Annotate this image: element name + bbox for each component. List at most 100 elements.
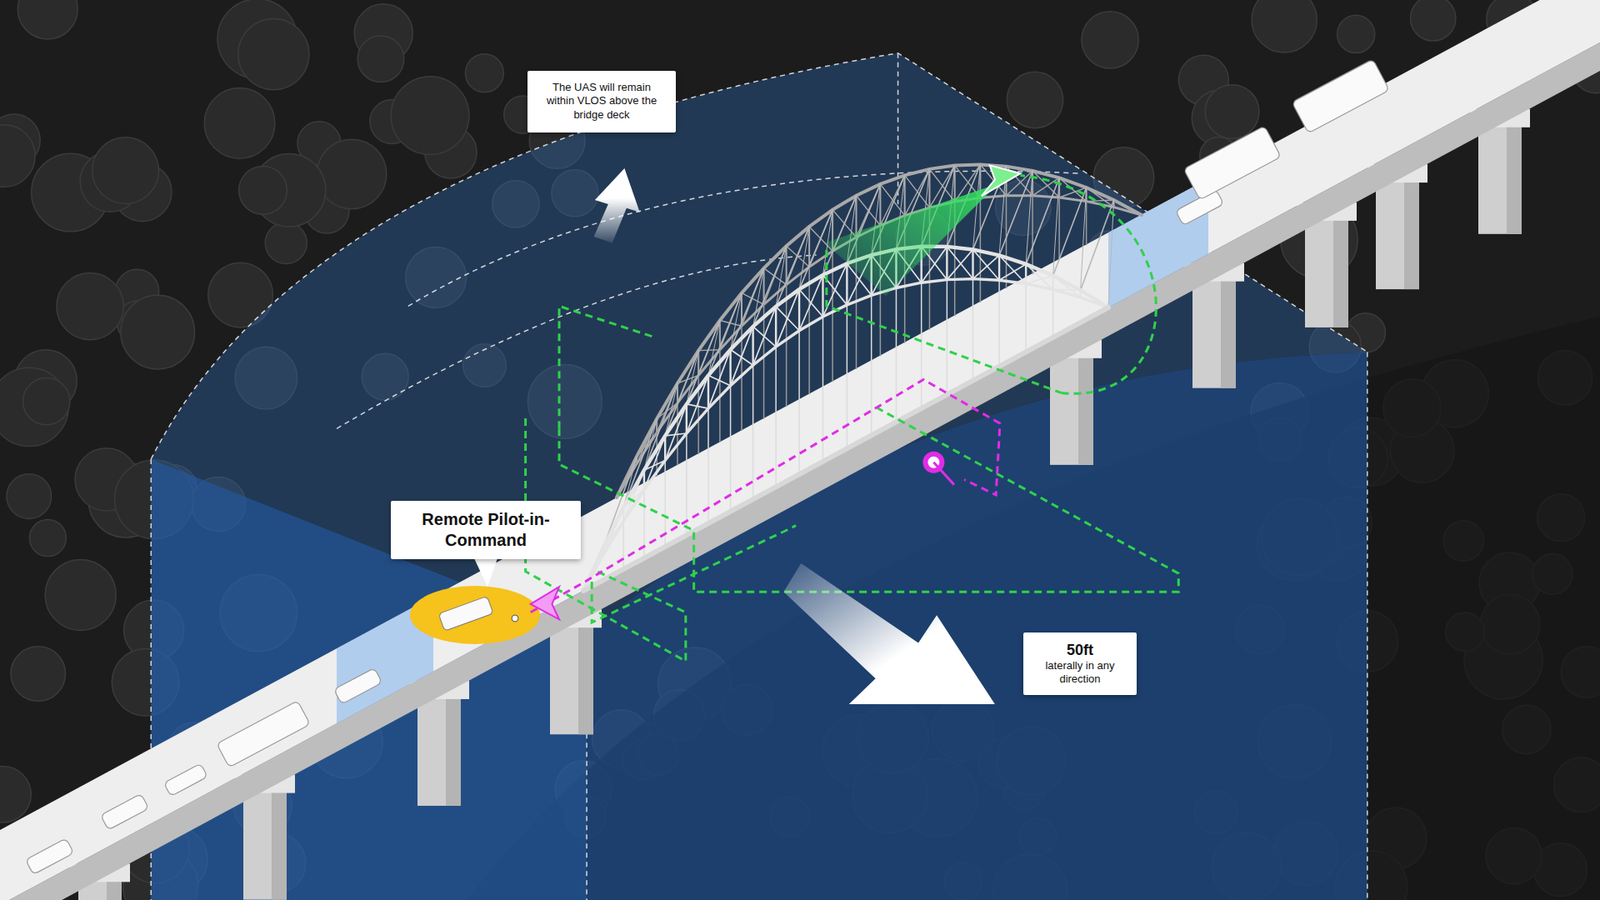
truss-member <box>1114 207 1142 215</box>
route-point-stem <box>933 462 954 485</box>
hanger <box>1031 195 1034 275</box>
truss-member <box>603 521 624 549</box>
tree <box>390 76 470 155</box>
vehicle <box>25 838 75 875</box>
truss-member <box>753 306 777 365</box>
truss-member <box>971 249 974 279</box>
pillar-shade <box>106 881 122 900</box>
callout-heading: Remote Pilot-in-Command <box>402 509 570 551</box>
lateral-limit-arrow <box>783 563 995 705</box>
arch-bridge <box>583 165 1142 591</box>
hanger <box>846 305 849 449</box>
truss-member <box>1025 264 1054 290</box>
truss-member <box>685 404 688 434</box>
vehicle <box>1183 125 1281 200</box>
vehicle <box>100 793 150 830</box>
vehicle <box>164 763 209 796</box>
hanger <box>707 408 710 524</box>
hanger <box>998 280 1000 366</box>
cross-brace <box>1053 187 1087 276</box>
pillar-shade <box>1220 281 1236 389</box>
truss-member <box>998 255 1000 280</box>
volume-edge <box>336 255 817 429</box>
truss-member <box>729 349 731 385</box>
truss-member <box>1086 200 1115 202</box>
tree <box>6 474 52 520</box>
pilot-figure <box>511 615 519 622</box>
pillar-shade <box>445 699 461 806</box>
volume-front <box>586 351 1368 900</box>
tree <box>56 273 124 340</box>
truss-member <box>999 255 1026 284</box>
volume-edge <box>1366 351 1369 900</box>
tree <box>1081 11 1139 69</box>
tree <box>204 88 275 160</box>
hanger <box>752 365 755 500</box>
tree <box>23 377 70 425</box>
cross-brace <box>753 245 787 327</box>
volume-edge <box>897 53 900 205</box>
truss-member <box>686 375 709 434</box>
ground-route <box>530 380 1000 613</box>
vertical-limit-arrow <box>594 168 640 243</box>
hanger <box>1052 289 1055 337</box>
truss-member <box>603 507 624 555</box>
callout-pointer <box>474 558 498 587</box>
tree <box>92 137 160 205</box>
hanger <box>895 287 898 422</box>
hanger <box>972 279 975 381</box>
pillars <box>70 109 1530 900</box>
tree <box>29 520 66 557</box>
flight-path <box>559 408 1179 592</box>
vehicles <box>25 59 1390 875</box>
pillar-shade <box>271 793 287 900</box>
truss-member <box>973 249 1000 280</box>
hanger <box>1025 283 1027 352</box>
uas-marker <box>981 165 1021 196</box>
hanger <box>808 266 810 394</box>
hanger <box>763 304 765 419</box>
callout-heading: The UAS will remain within VLOS above th… <box>539 80 665 124</box>
arch-chord <box>583 246 1109 591</box>
tree <box>1337 15 1375 53</box>
truss-member <box>946 249 973 280</box>
truss-member <box>623 470 645 521</box>
truss-member <box>1053 289 1081 292</box>
flight-paths <box>525 175 1180 662</box>
tree <box>316 139 386 209</box>
camera-cone <box>824 183 998 296</box>
callout-body: laterally in any direction <box>1033 659 1127 687</box>
cross-brace <box>1108 200 1115 308</box>
callout-box: The UAS will remain within VLOS above th… <box>527 70 676 134</box>
flight-path <box>559 305 654 429</box>
tree <box>45 559 116 630</box>
tree <box>465 54 504 93</box>
vehicle <box>334 668 383 705</box>
arch-chord <box>583 279 1109 591</box>
hanger <box>1085 201 1088 245</box>
callout-box: Remote Pilot-in-Command <box>390 500 581 560</box>
volume-edges <box>150 53 1368 900</box>
cross-brace <box>775 245 787 307</box>
hanger <box>1058 197 1060 260</box>
vehicle <box>216 700 310 768</box>
flight-path <box>1020 175 1156 395</box>
tree <box>357 35 405 83</box>
cross-brace <box>799 226 810 290</box>
hanger <box>1005 195 1008 289</box>
cross-brace <box>1080 200 1115 290</box>
truss-member <box>1053 275 1081 298</box>
truss-member <box>775 306 777 347</box>
truss-member <box>946 246 973 280</box>
truss-member <box>1025 264 1027 285</box>
truss-member <box>1080 290 1109 308</box>
pillar-shade <box>1078 358 1094 465</box>
hanger <box>946 280 949 395</box>
truss-member <box>1114 200 1142 215</box>
tree <box>265 222 307 265</box>
tree <box>120 295 195 370</box>
hanger <box>622 521 625 570</box>
